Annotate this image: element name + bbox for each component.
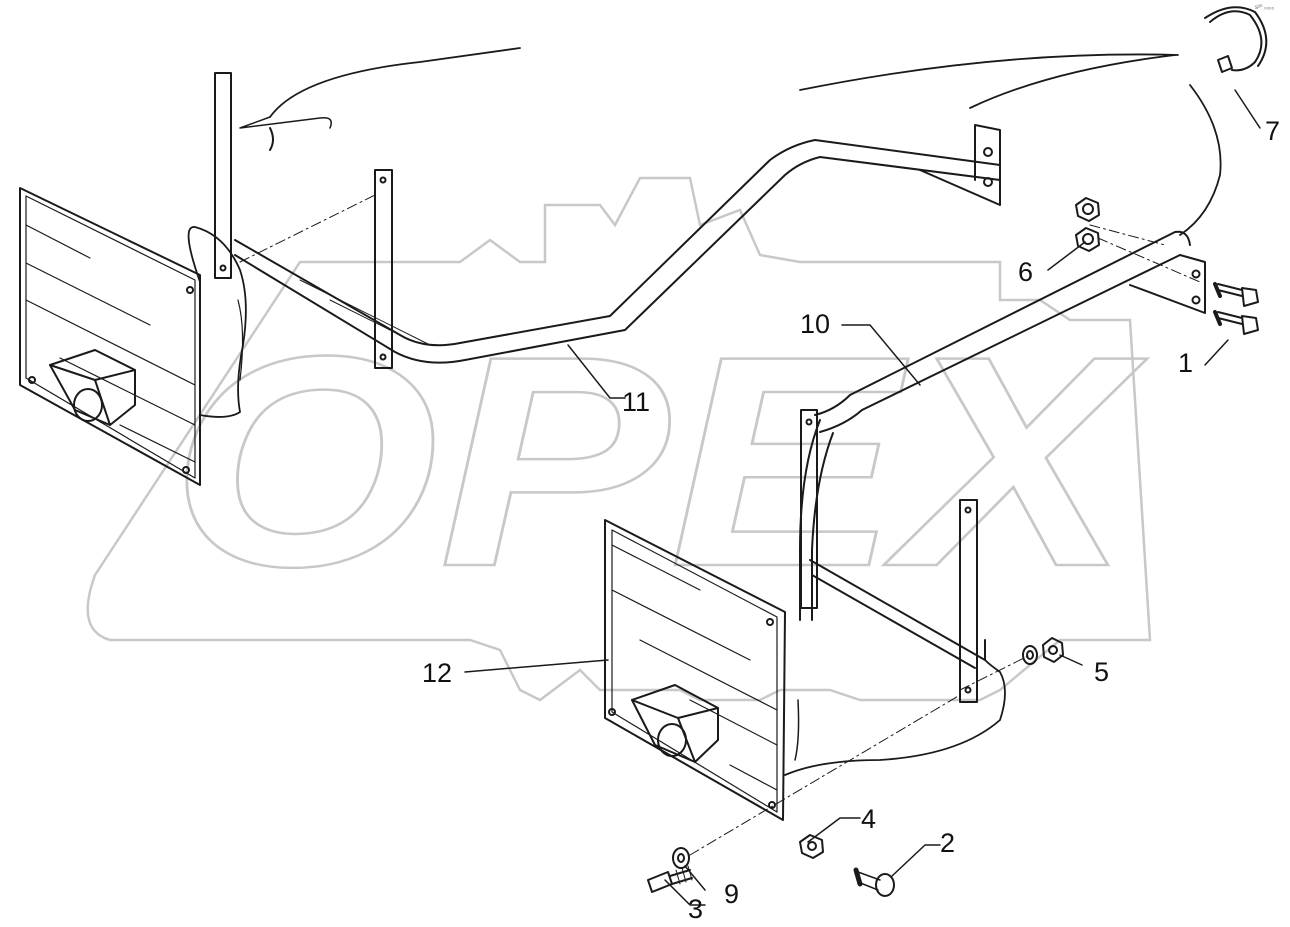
nuts-6 xyxy=(1075,197,1100,252)
lamp-upper xyxy=(49,349,136,426)
callout-10: 10 xyxy=(800,309,830,339)
washer-7 xyxy=(672,847,690,869)
cable-long xyxy=(269,47,1179,118)
nut-4 xyxy=(799,834,824,859)
callout-6: 6 xyxy=(1018,257,1033,287)
watermark: OPEX xyxy=(86,176,1152,702)
clip-ring-9 xyxy=(1204,6,1268,73)
parts-drawing xyxy=(19,6,1268,906)
washer-nut-5 xyxy=(1022,637,1064,665)
watermark-text: OPEX xyxy=(170,293,1148,629)
callout-4: 4 xyxy=(861,804,876,834)
mount-straps-lower xyxy=(800,409,978,703)
lamp-lower xyxy=(631,684,719,763)
tube-frame-11 xyxy=(234,116,1001,364)
callouts: 7 6 1 10 11 12 5 4 2 9 3 xyxy=(422,116,1280,924)
callout-5: 5 xyxy=(1094,657,1109,687)
warning-plate-12 xyxy=(604,519,786,821)
callout-7: 9 xyxy=(724,879,739,909)
mount-straps-upper xyxy=(214,72,393,369)
cable-upper xyxy=(187,226,247,418)
callout-3: 3 xyxy=(688,894,703,924)
callout-1: 1 xyxy=(1178,348,1193,378)
callout-11: 11 xyxy=(622,387,650,417)
watermark-gear-outline xyxy=(86,176,1152,702)
cable-lower xyxy=(784,659,1006,776)
cap-screw-2 xyxy=(853,867,895,897)
callout-12: 12 xyxy=(422,658,452,688)
bolts-1 xyxy=(1213,282,1259,335)
callout-9: 7 xyxy=(1265,116,1280,146)
warning-plate-upper xyxy=(19,187,201,486)
leader-lines xyxy=(464,89,1261,906)
bolt-3 xyxy=(647,865,693,893)
corner-tag: s²⁰ ₀₀₀₀ xyxy=(1255,4,1275,11)
callout-2: 2 xyxy=(940,828,955,858)
assembly-lines xyxy=(239,194,1201,856)
